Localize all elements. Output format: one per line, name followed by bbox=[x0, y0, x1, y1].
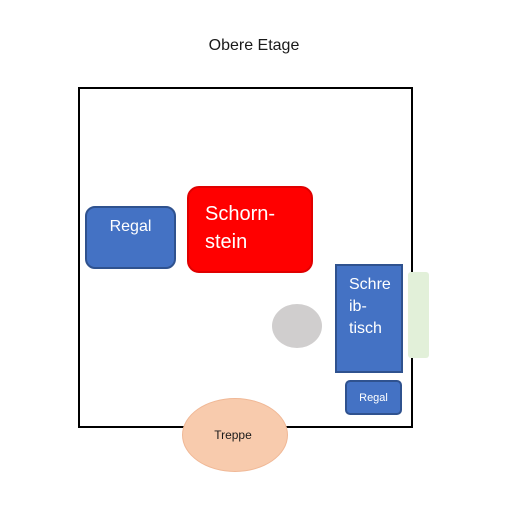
diagram-title: Obere Etage bbox=[208, 37, 300, 54]
shelf-left: Regal bbox=[85, 206, 176, 269]
desk: Schre ib- tisch bbox=[335, 264, 403, 373]
window-strip bbox=[408, 272, 429, 358]
stairs: Treppe bbox=[182, 398, 288, 472]
round-object bbox=[272, 304, 322, 348]
chimney: Schorn- stein bbox=[187, 186, 313, 273]
shelf-small: Regal bbox=[345, 380, 402, 415]
